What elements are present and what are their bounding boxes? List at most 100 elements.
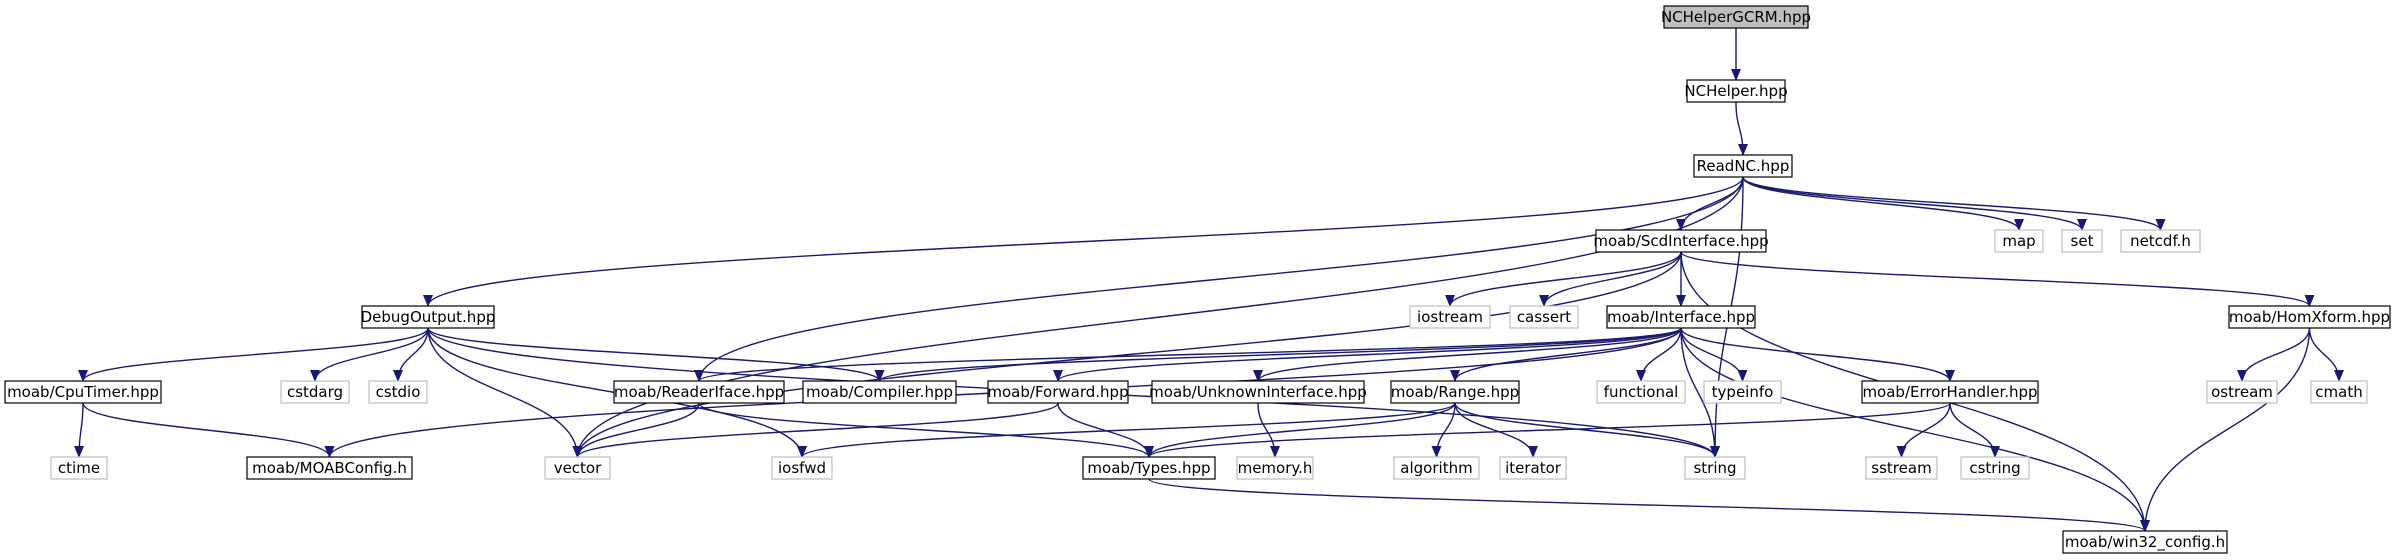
- node-homxform[interactable]: moab/HomXform.hpp: [2228, 305, 2391, 329]
- node-box-typeinfo: [1703, 380, 1782, 404]
- node-label-ostream: ostream: [2211, 383, 2273, 401]
- edge-interface-to-forward: [1053, 327, 1682, 382]
- node-label-unknowninterface: moab/UnknownInterface.hpp: [1149, 383, 1367, 401]
- node-label-vector: vector: [554, 459, 602, 477]
- node-box-errorhandler: [1861, 380, 2039, 404]
- node-label-moabconfig: moab/MOABConfig.h: [252, 459, 407, 477]
- edge-range-to-types: [1144, 402, 1456, 458]
- edge-nchelper-to-readnc: [1735, 101, 1748, 156]
- node-box-win32config: [2062, 530, 2228, 554]
- node-nchelpergcrm[interactable]: NCHelperGCRM.hpp: [1661, 5, 1811, 29]
- node-sstream: sstream: [1865, 456, 1938, 480]
- edge-interface-to-range: [1450, 327, 1682, 382]
- edge-readnc-to-readeriface: [694, 176, 1744, 382]
- node-nchelper[interactable]: NCHelper.hpp: [1684, 79, 1788, 103]
- node-box-readeriface: [613, 380, 785, 404]
- node-box-range: [1390, 380, 1520, 404]
- edge-readnc-to-map: [1742, 176, 2024, 231]
- node-box-cstdio: [368, 380, 428, 404]
- node-label-typeinfo: typeinfo: [1712, 383, 1774, 401]
- node-box-cassert: [1509, 305, 1579, 329]
- edge-forward-to-vector: [572, 402, 1059, 458]
- node-forward[interactable]: moab/Forward.hpp: [987, 380, 1129, 404]
- edge-interface-to-unknowninterface: [1253, 327, 1682, 382]
- node-errorhandler[interactable]: moab/ErrorHandler.hpp: [1861, 380, 2039, 404]
- node-scdinterface[interactable]: moab/ScdInterface.hpp: [1593, 229, 1769, 253]
- node-label-cputimer: moab/CpuTimer.hpp: [7, 383, 159, 401]
- node-functional: functional: [1596, 380, 1686, 404]
- node-win32config[interactable]: moab/win32_config.h: [2062, 530, 2228, 554]
- node-ctime: ctime: [50, 456, 108, 480]
- edge-homxform-to-cmath: [2308, 327, 2344, 382]
- node-typeinfo: typeinfo: [1703, 380, 1782, 404]
- edge-interface-to-win32config: [1680, 327, 2150, 532]
- edge-interface-to-compiler: [874, 327, 1682, 382]
- node-label-debugoutput: DebugOutput.hpp: [361, 308, 496, 326]
- edge-readeriface-to-types: [698, 402, 1154, 458]
- node-interface[interactable]: moab/Interface.hpp: [1606, 305, 1756, 329]
- edge-readnc-to-set: [1742, 176, 2087, 231]
- node-map: map: [1994, 229, 2044, 253]
- edge-readnc-to-netcdf: [1742, 176, 2166, 231]
- node-iterator: iterator: [1499, 456, 1567, 480]
- edge-interface-to-string: [1680, 327, 1720, 458]
- node-algorithm: algorithm: [1393, 456, 1480, 480]
- edge-errorhandler-to-types: [1144, 402, 1951, 458]
- node-box-iostream: [1409, 305, 1491, 329]
- node-label-forward: moab/Forward.hpp: [987, 383, 1128, 401]
- node-box-vector: [544, 456, 611, 480]
- node-label-functional: functional: [1604, 383, 1679, 401]
- node-label-cstring: cstring: [1969, 459, 2020, 477]
- node-label-algorithm: algorithm: [1400, 459, 1472, 477]
- node-moabconfig[interactable]: moab/MOABConfig.h: [246, 456, 413, 480]
- edge-errorhandler-to-cstring: [1949, 402, 2000, 458]
- edge-readnc-to-scdinterface: [1676, 176, 1744, 231]
- node-compiler[interactable]: moab/Compiler.hpp: [802, 380, 957, 404]
- edge-range-to-iterator: [1454, 402, 1538, 458]
- edge-debugoutput-to-cstdarg: [310, 327, 429, 382]
- edge-range-to-string: [1454, 402, 1720, 458]
- node-cassert: cassert: [1509, 305, 1579, 329]
- node-ostream: ostream: [2206, 380, 2278, 404]
- edge-layer: [74, 28, 2344, 532]
- node-readnc[interactable]: ReadNC.hpp: [1693, 154, 1793, 178]
- node-box-cstdarg: [280, 380, 350, 404]
- node-label-cassert: cassert: [1517, 308, 1571, 326]
- node-label-compiler: moab/Compiler.hpp: [806, 383, 953, 401]
- edge-errorhandler-to-sstream: [1896, 402, 1951, 458]
- node-cputimer[interactable]: moab/CpuTimer.hpp: [4, 380, 162, 404]
- edge-debugoutput-to-compiler: [427, 327, 885, 382]
- node-label-readeriface: moab/ReaderIface.hpp: [614, 383, 784, 401]
- edge-interface-to-typeinfo: [1680, 327, 1748, 382]
- node-label-iterator: iterator: [1505, 459, 1562, 477]
- node-set: set: [2061, 229, 2103, 253]
- node-iostream: iostream: [1409, 305, 1491, 329]
- node-box-nchelpergcrm: [1663, 5, 1809, 29]
- node-box-cmath: [2310, 380, 2368, 404]
- node-label-interface: moab/Interface.hpp: [1607, 308, 1755, 326]
- node-cstdarg: cstdarg: [280, 380, 350, 404]
- node-box-scdinterface: [1595, 229, 1767, 253]
- node-debugoutput[interactable]: DebugOutput.hpp: [361, 305, 496, 329]
- node-unknowninterface[interactable]: moab/UnknownInterface.hpp: [1149, 380, 1367, 404]
- node-label-set: set: [2071, 232, 2094, 250]
- node-label-ctime: ctime: [58, 459, 100, 477]
- node-box-ostream: [2206, 380, 2278, 404]
- edge-cputimer-to-moabconfig: [82, 402, 335, 458]
- node-box-sstream: [1865, 456, 1938, 480]
- node-label-homxform: moab/HomXform.hpp: [2229, 308, 2390, 326]
- node-label-cstdarg: cstdarg: [287, 383, 343, 401]
- node-label-scdinterface: moab/ScdInterface.hpp: [1593, 232, 1768, 250]
- node-types[interactable]: moab/Types.hpp: [1082, 456, 1216, 480]
- node-box-homxform: [2228, 305, 2391, 329]
- node-box-moabconfig: [246, 456, 413, 480]
- edge-types-to-win32config: [1148, 478, 2150, 532]
- node-label-nchelpergcrm: NCHelperGCRM.hpp: [1661, 8, 1811, 26]
- edge-scdinterface-to-vector: [572, 251, 1682, 458]
- node-box-iosfwd: [771, 456, 833, 480]
- node-range[interactable]: moab/Range.hpp: [1390, 380, 1520, 404]
- node-box-forward: [987, 380, 1129, 404]
- node-box-compiler: [802, 380, 957, 404]
- node-readeriface[interactable]: moab/ReaderIface.hpp: [613, 380, 785, 404]
